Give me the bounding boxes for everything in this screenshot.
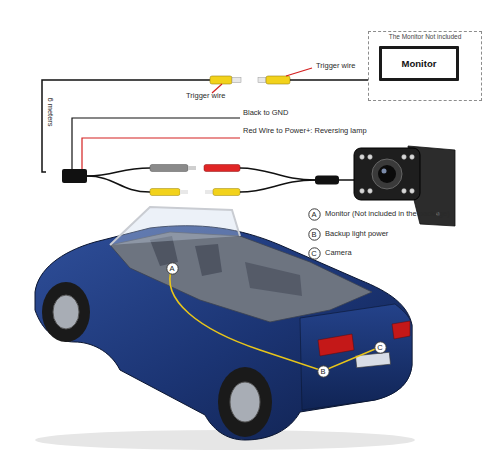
wire-label: Black to GND (243, 108, 288, 118)
inline-module (315, 176, 339, 185)
camera-video-cable (240, 180, 316, 192)
legend-callout: B (308, 228, 321, 241)
callout-letter: A (166, 262, 179, 275)
callout-circle (317, 365, 328, 376)
car-rear-seat (245, 262, 302, 296)
rca-socket (266, 76, 290, 84)
callout-letter: C (374, 341, 387, 354)
monitor-title: Monitor (402, 58, 437, 69)
camera-lens (378, 165, 396, 183)
rca-socket-tip (205, 190, 213, 194)
rear-rim (230, 382, 260, 422)
monitor-frame: The Monitor Not includedMonitor (368, 31, 482, 101)
led (368, 155, 373, 160)
video-cable (42, 80, 210, 172)
led (368, 189, 373, 194)
camera-lens-ring (372, 159, 402, 189)
legend-text: Monitor (Not included in the package) (325, 209, 450, 219)
camera-cable-route (170, 268, 380, 371)
callout-circle (374, 341, 385, 352)
rca-socket (213, 189, 240, 196)
legend-text: Backup light power (325, 229, 388, 239)
monitor-cable (290, 79, 378, 81)
wire-label: Red Wire to Power+: Reversing lamp (243, 126, 367, 136)
callout-circle (308, 208, 319, 219)
led (410, 189, 415, 194)
wire-label: Trigger wire (316, 61, 355, 71)
monitor-screen: Monitor (379, 46, 459, 81)
callout-letter: C (374, 341, 387, 354)
led (402, 155, 407, 160)
rca-socket-tip (258, 78, 266, 83)
callout-letter: C (308, 247, 321, 260)
video-cable (87, 176, 150, 192)
camera-body (354, 148, 420, 200)
junction-box (62, 169, 87, 183)
power-plug-tip (188, 166, 196, 170)
rca-plug (210, 76, 232, 84)
callout-letter: B (317, 365, 330, 378)
front-wheel (42, 282, 90, 342)
trigger-wire-right (286, 68, 312, 76)
camera-power-cable (240, 168, 316, 180)
ground-wire (72, 118, 240, 170)
led (360, 155, 365, 160)
camera-leds (360, 155, 415, 194)
power-plug (150, 165, 188, 172)
led (410, 155, 415, 160)
callout-circle (166, 262, 177, 273)
callout-circle (308, 228, 319, 239)
rca-tip (232, 78, 241, 83)
front-rim (53, 295, 79, 329)
power-cable (87, 168, 150, 176)
callout-letter: A (166, 262, 179, 275)
led (360, 189, 365, 194)
car-body (35, 226, 412, 440)
callout-letter: B (308, 228, 321, 241)
legend-callout: C (308, 247, 321, 260)
rca-plug (150, 189, 180, 196)
lens-highlight (382, 169, 387, 174)
callout-letter: A (308, 208, 321, 221)
callout-circle (308, 247, 319, 258)
length-label: 6 meters (45, 88, 55, 136)
legend-text: Camera (325, 248, 352, 258)
tail-light (318, 334, 354, 356)
callout-letter: B (317, 365, 330, 378)
car-cabin (110, 232, 372, 322)
wire-label: Trigger wire (186, 91, 225, 101)
rear-wheel (218, 367, 272, 437)
tail-light (392, 321, 410, 339)
legend-callout: A (308, 208, 321, 221)
led (402, 189, 407, 194)
car-seat (195, 244, 222, 276)
camera-lead (339, 179, 356, 181)
panel-heading: The Monitor Not included (369, 33, 481, 41)
rca-tip (180, 190, 188, 194)
power-socket (204, 165, 240, 172)
car-windshield (110, 207, 240, 245)
